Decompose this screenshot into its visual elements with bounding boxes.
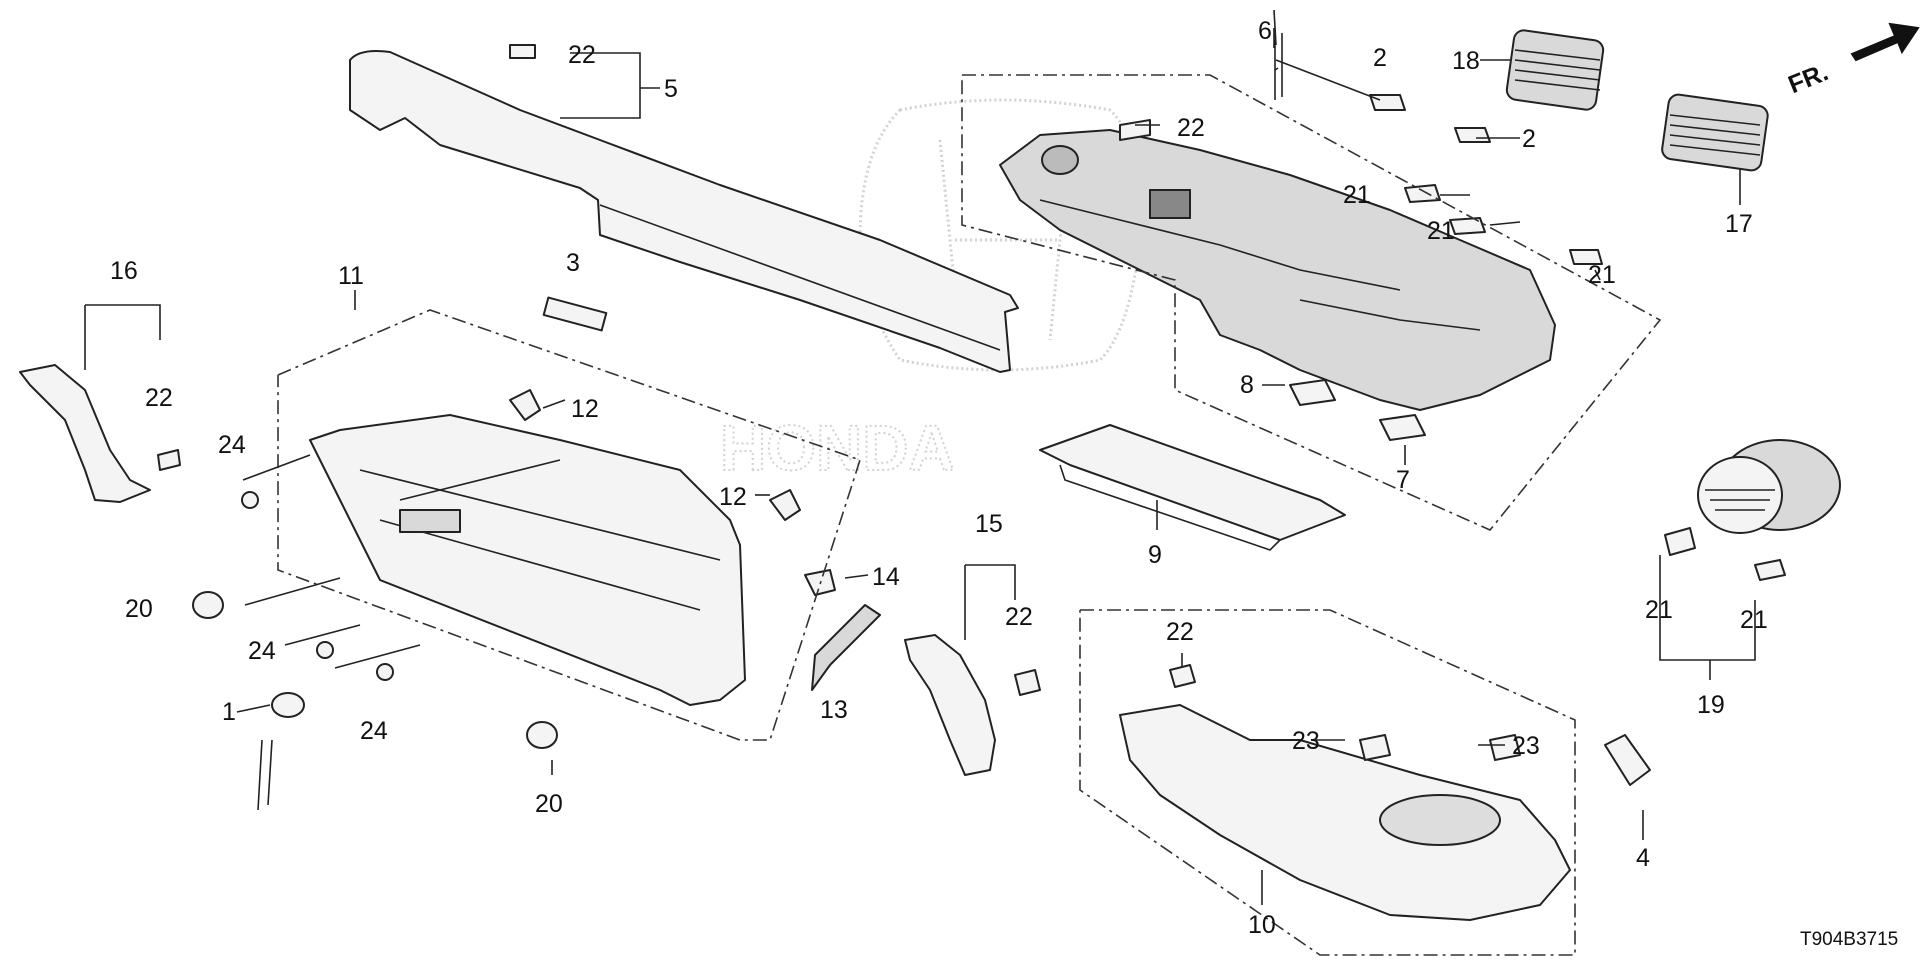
- callouts: 22 5 6 2 2 18 17 22 21 21 21 8 7 9 16 22…: [110, 17, 1768, 939]
- callout-24-a: 24: [218, 431, 246, 459]
- diagram-code: T904B3715: [1800, 929, 1898, 950]
- front-direction-indicator: FR.: [1784, 22, 1920, 99]
- callout-16: 16: [110, 257, 138, 285]
- callout-21-d: 21: [1645, 596, 1673, 624]
- callout-5: 5: [664, 75, 678, 103]
- callout-2-b: 2: [1522, 125, 1536, 153]
- callout-21-a: 21: [1343, 181, 1371, 209]
- callout-11: 11: [338, 262, 364, 290]
- callout-22-e: 22: [1166, 618, 1194, 646]
- callout-22-c: 22: [145, 384, 173, 412]
- callout-22-d: 22: [1005, 603, 1033, 631]
- callout-10: 10: [1248, 911, 1276, 939]
- watermark-logo: HONDA: [719, 98, 1144, 485]
- part-6-instrument-panel: [999, 129, 1556, 411]
- callout-8: 8: [1240, 371, 1254, 399]
- callout-17: 17: [1725, 210, 1753, 238]
- part-11-glove-box: [309, 414, 746, 706]
- callout-7: 7: [1396, 466, 1410, 494]
- callout-19: 19: [1697, 691, 1725, 719]
- front-arrow-icon: [1850, 22, 1920, 62]
- part-9-tray: [1039, 424, 1346, 541]
- callout-22-a: 22: [568, 41, 596, 69]
- callout-15: 15: [975, 510, 1003, 538]
- callout-21-e: 21: [1740, 606, 1768, 634]
- callout-18: 18: [1452, 47, 1480, 75]
- callout-24-c: 24: [360, 717, 388, 745]
- front-direction-label: FR.: [1784, 58, 1832, 99]
- callout-1: 1: [222, 698, 236, 726]
- callout-4: 4: [1636, 844, 1650, 872]
- callout-24-b: 24: [248, 637, 276, 665]
- callout-12-b: 12: [719, 483, 747, 511]
- callout-12-a: 12: [571, 395, 599, 423]
- part-16-side-cover: [19, 364, 151, 503]
- callout-3: 3: [566, 249, 580, 277]
- part-18-vent: [1505, 29, 1605, 111]
- callout-9: 9: [1148, 541, 1162, 569]
- callout-20-a: 20: [125, 595, 153, 623]
- part-19-round-vent: [1697, 439, 1841, 534]
- callout-23-a: 23: [1292, 727, 1320, 755]
- callout-14: 14: [872, 563, 900, 591]
- callout-23-b: 23: [1512, 732, 1540, 760]
- leader-lines: [84, 9, 1756, 905]
- part-10-lower-cover: [1119, 704, 1571, 921]
- callout-6: 6: [1258, 17, 1272, 45]
- group-outlines: [277, 74, 1662, 956]
- callout-13: 13: [820, 696, 848, 724]
- part-5-dashboard-trim: [349, 50, 1019, 373]
- callout-21-b: 21: [1427, 217, 1455, 245]
- callout-20-b: 20: [535, 790, 563, 818]
- part-17-vent: [1661, 93, 1769, 172]
- callout-22-b: 22: [1177, 114, 1205, 142]
- part-15-side-cover: [904, 634, 996, 776]
- callout-2-a: 2: [1373, 44, 1387, 72]
- callout-21-c: 21: [1588, 261, 1616, 289]
- watermark-text: HONDA: [720, 412, 955, 484]
- small-parts: [157, 44, 1786, 811]
